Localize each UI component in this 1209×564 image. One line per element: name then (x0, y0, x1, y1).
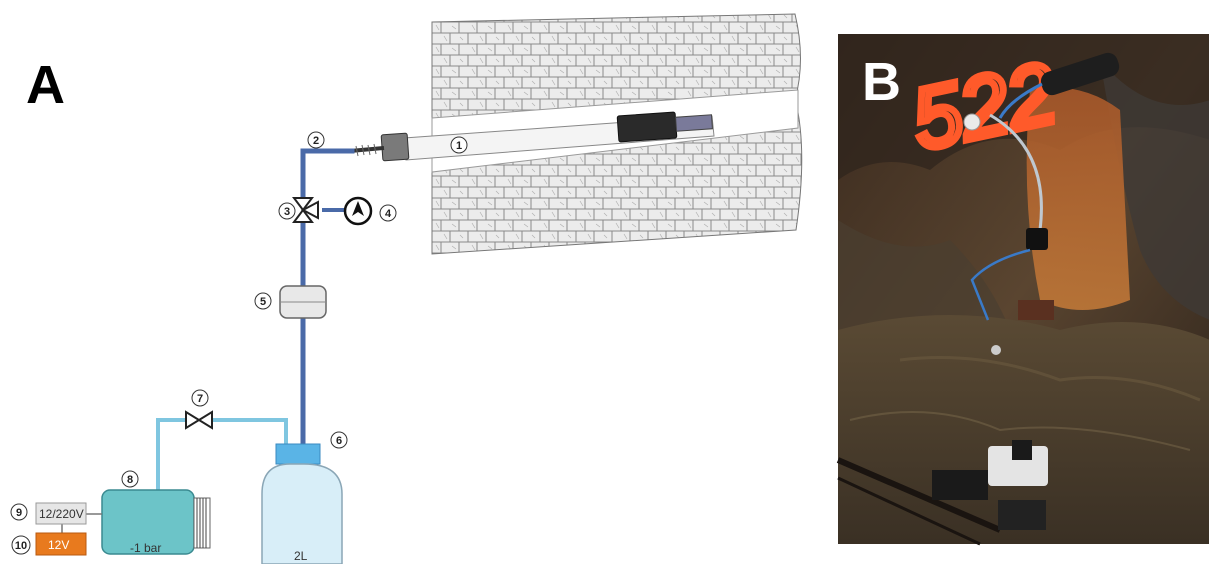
filter-housing (280, 286, 326, 318)
svg-text:3: 3 (284, 206, 290, 218)
marker-2: 2 (308, 132, 324, 148)
power-supply-label: 12/220V (39, 507, 84, 521)
pressure-gauge (345, 198, 371, 224)
bottle-volume-label: 2L (294, 549, 308, 563)
marker-1: 1 (451, 137, 467, 153)
svg-text:5: 5 (260, 296, 266, 308)
svg-text:6: 6 (336, 435, 342, 447)
three-way-valve (294, 198, 318, 222)
battery-label: 12V (48, 538, 69, 552)
svg-text:7: 7 (197, 393, 203, 405)
marker-4: 4 (380, 205, 396, 221)
svg-text:4: 4 (385, 208, 392, 220)
marker-3: 3 (279, 203, 295, 219)
marker-5: 5 (255, 293, 271, 309)
pump-pressure-label: -1 bar (130, 541, 161, 555)
marker-8: 8 (122, 471, 138, 487)
svg-text:10: 10 (15, 540, 27, 552)
marker-9: 9 (11, 504, 27, 520)
shutoff-valve (186, 412, 212, 428)
panel-a-label: A (26, 55, 65, 115)
marker-6: 6 (331, 432, 347, 448)
svg-text:2: 2 (313, 135, 319, 147)
marker-10: 10 (12, 536, 30, 554)
svg-text:8: 8 (127, 474, 133, 486)
svg-text:9: 9 (16, 507, 22, 519)
panel-b-label: B (862, 52, 901, 112)
svg-text:1: 1 (456, 140, 462, 152)
marker-7: 7 (192, 390, 208, 406)
collection-bottle (262, 444, 342, 564)
